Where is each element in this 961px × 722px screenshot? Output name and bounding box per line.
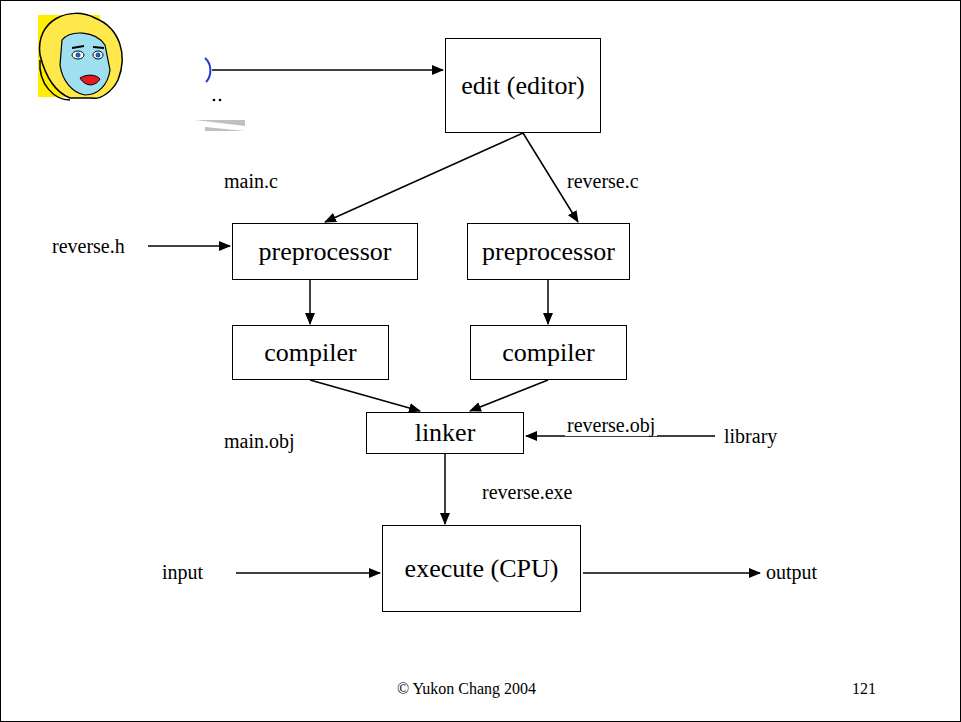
footer-text: 121 <box>850 680 878 698</box>
flow-arrow <box>547 280 549 324</box>
file-name: reverse.obj <box>565 414 657 436</box>
box-text: preprocessor <box>251 236 400 267</box>
box-text: execute (CPU) <box>397 553 567 584</box>
box-text: preprocessor <box>474 236 623 267</box>
process-box: compiler <box>232 325 389 380</box>
box-text: linker <box>407 417 484 448</box>
flow-arrow <box>325 133 523 222</box>
file-name: main.c <box>222 170 280 192</box>
file-name: reverse.exe <box>480 481 575 503</box>
process-box: execute (CPU) <box>382 525 581 612</box>
woman-clipart <box>38 13 245 131</box>
io-label: library <box>722 425 779 447</box>
process-box: preprocessor <box>232 223 418 280</box>
footer-text: © Yukon Chang 2004 <box>395 680 538 698</box>
io-label: output <box>764 561 819 583</box>
process-box: preprocessor <box>467 223 630 280</box>
file-name: main.obj <box>222 430 297 452</box>
header-arrow <box>148 245 230 247</box>
file-name: reverse.c <box>565 170 641 192</box>
user-arrow <box>212 69 443 71</box>
flow-arrow <box>309 280 311 324</box>
output-arrow <box>583 572 760 574</box>
flow-arrow <box>470 380 548 411</box>
flow-arrow <box>310 380 420 411</box>
box-text: compiler <box>494 337 602 368</box>
io-label: reverse.h <box>50 235 127 257</box>
process-box: edit (editor) <box>445 38 601 133</box>
input-arrow <box>236 572 380 574</box>
process-box: compiler <box>470 325 627 380</box>
io-label: input <box>160 561 205 583</box>
box-text: compiler <box>256 337 364 368</box>
box-text: edit (editor) <box>453 70 592 101</box>
process-box: linker <box>366 412 524 454</box>
flow-arrow <box>444 454 446 524</box>
